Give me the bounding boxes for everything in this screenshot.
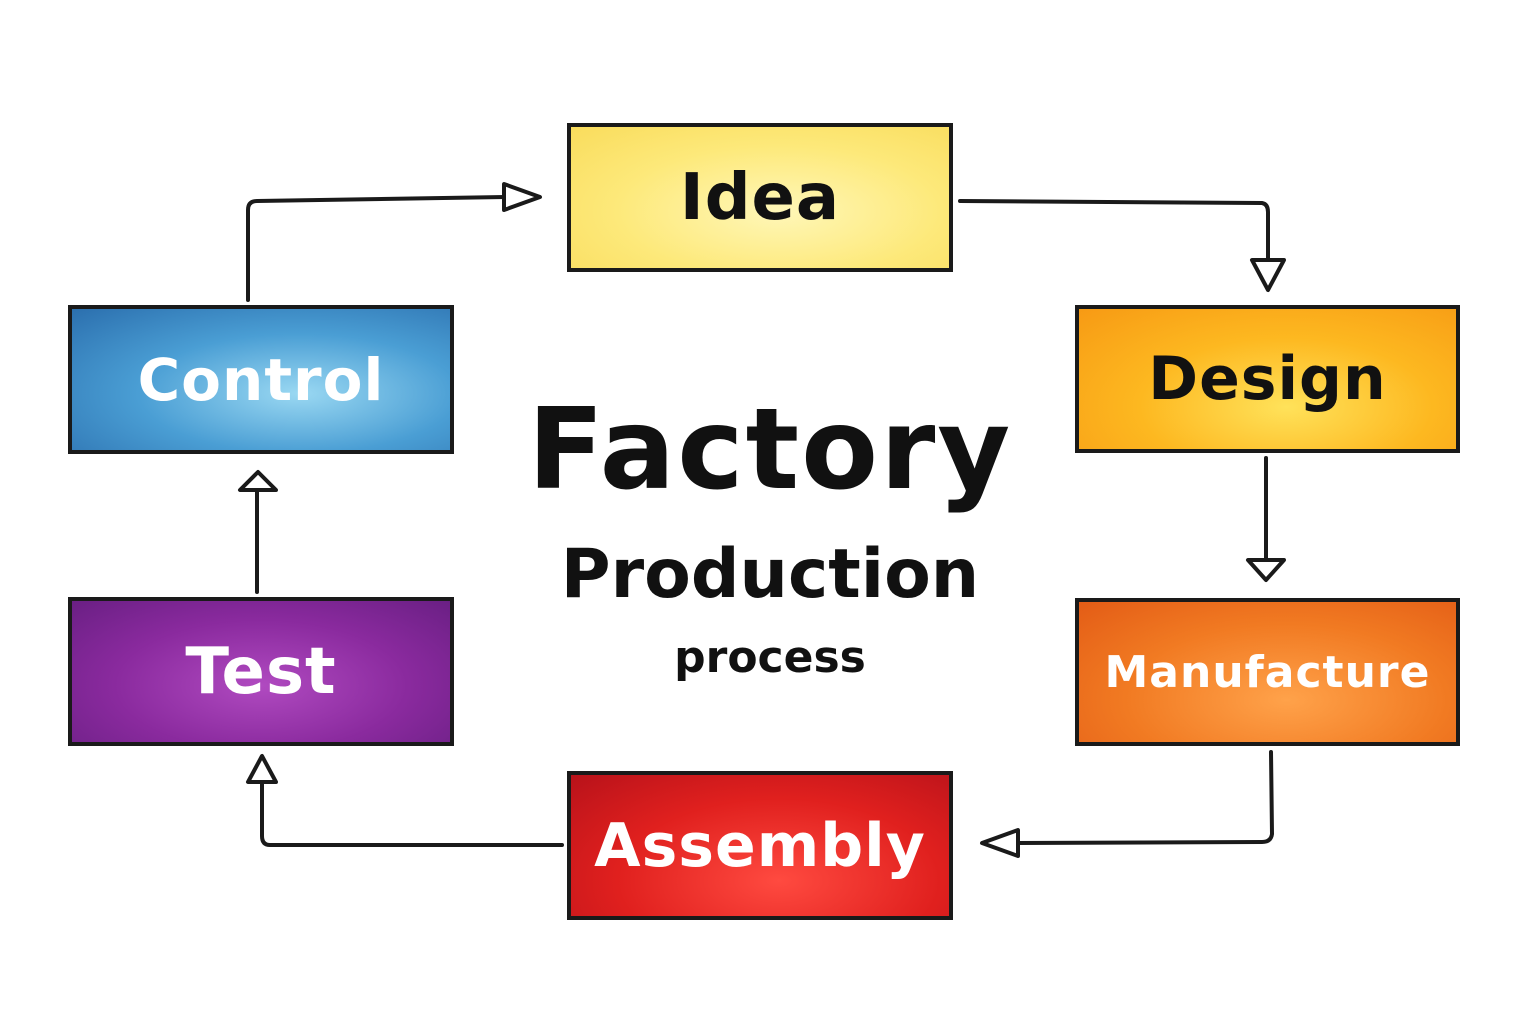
connector-assembly-to-test	[260, 778, 564, 847]
arrowhead-into-assembly	[980, 828, 1020, 858]
connector-manufacture-to-assembly	[1008, 750, 1274, 845]
step-control-label: Control	[137, 345, 385, 414]
arrowhead-into-test	[246, 754, 278, 784]
diagram-title-factory: Factory	[527, 385, 1013, 515]
diagram-title-production: Production	[560, 535, 980, 614]
connector-idea-to-design	[958, 199, 1270, 264]
step-idea-label: Idea	[679, 160, 841, 235]
step-design-label: Design	[1148, 344, 1387, 414]
step-idea-box: Idea	[567, 123, 953, 272]
step-assembly-label: Assembly	[594, 810, 926, 881]
arrowhead-into-manufacture	[1246, 558, 1286, 582]
arrowhead-into-design	[1250, 258, 1286, 292]
step-test-label: Test	[185, 634, 337, 709]
arrowhead-into-idea	[502, 182, 542, 212]
diagram-title-process: process	[674, 632, 866, 683]
step-assembly-box: Assembly	[567, 771, 953, 920]
arrowhead-into-control	[238, 470, 278, 492]
step-test-box: Test	[68, 597, 454, 746]
step-manufacture-label: Manufacture	[1104, 646, 1431, 698]
step-manufacture-box: Manufacture	[1075, 598, 1460, 746]
step-control-box: Control	[68, 305, 454, 454]
step-design-box: Design	[1075, 305, 1460, 453]
connector-control-to-idea	[246, 195, 507, 302]
